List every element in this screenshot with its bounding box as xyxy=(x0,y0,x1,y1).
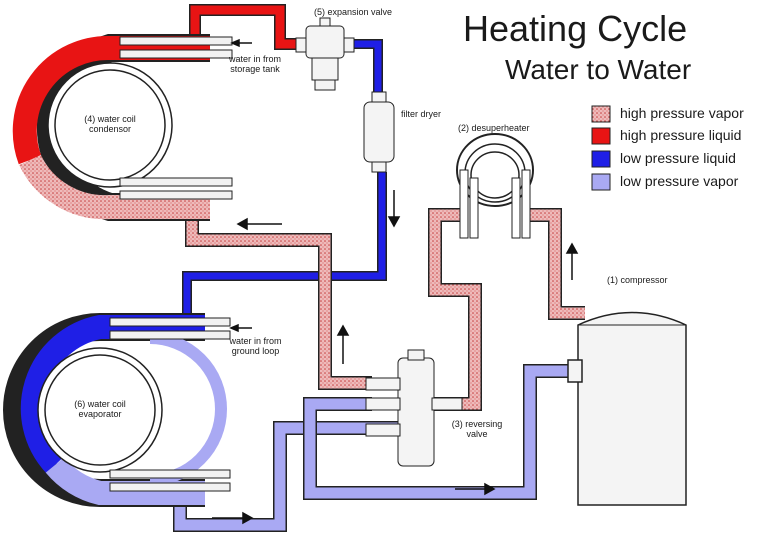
label-condenser: (4) water coil condensor xyxy=(84,114,136,134)
pipe-high-pressure-vapor-desuperheater xyxy=(428,208,482,411)
diagram-subtitle: Water to Water xyxy=(505,54,692,85)
legend xyxy=(591,105,611,191)
label-expansion-valve: (5) expansion valve xyxy=(314,7,393,17)
label-water-in-ground-loop: water in from ground loop xyxy=(229,336,282,356)
label-reversing-valve: (3) reversing valve xyxy=(451,419,503,439)
expansion-valve xyxy=(295,17,355,91)
evaporator-coil xyxy=(3,313,231,507)
legend-label-low-pressure-liquid: low pressure liquid xyxy=(620,150,736,166)
legend-label-high-pressure-liquid: high pressure liquid xyxy=(620,127,742,143)
label-water-in-storage-tank: water in from storage tank xyxy=(228,54,281,74)
label-desuperheater: (2) desuperheater xyxy=(458,123,530,133)
pipe-high-pressure-vapor-condenser xyxy=(185,205,372,390)
legend-swatch-low-pressure-liquid xyxy=(591,150,611,168)
legend-swatch-low-pressure-vapor xyxy=(591,173,611,191)
flow-arrow-right-bottom xyxy=(455,482,496,496)
legend-swatch-high-pressure-liquid xyxy=(591,127,611,145)
label-filter-dryer: filter dryer xyxy=(401,109,442,119)
flow-arrow-left xyxy=(236,217,282,231)
water-inlet-arrow-evaporator xyxy=(229,323,252,333)
desuperheater xyxy=(456,133,534,239)
pipe-high-pressure-vapor-compressor xyxy=(528,208,585,320)
label-compressor: (1) compressor xyxy=(607,275,668,285)
pipe-high-pressure-liquid xyxy=(189,4,298,50)
pipe-low-pressure-vapor-compressor xyxy=(303,364,580,500)
filter-dryer xyxy=(363,91,395,173)
legend-swatch-high-pressure-vapor xyxy=(591,105,611,123)
condenser-coil xyxy=(12,34,233,221)
legend-label-low-pressure-vapor: low pressure vapor xyxy=(620,173,739,189)
flow-arrow-down xyxy=(387,190,401,228)
flow-arrow-up-right xyxy=(565,242,579,280)
compressor xyxy=(567,311,687,506)
diagram-title: Heating Cycle xyxy=(463,8,688,49)
legend-label-high-pressure-vapor: high pressure vapor xyxy=(620,105,744,121)
flow-arrow-up-left xyxy=(336,324,350,364)
flow-arrow-right-evaporator xyxy=(212,511,254,525)
pipe-low-pressure-vapor-evaporator xyxy=(173,421,398,532)
label-evaporator: (6) water coil evaporator xyxy=(74,399,126,419)
reversing-valve xyxy=(365,349,463,467)
water-inlet-arrow-condenser xyxy=(230,38,252,48)
